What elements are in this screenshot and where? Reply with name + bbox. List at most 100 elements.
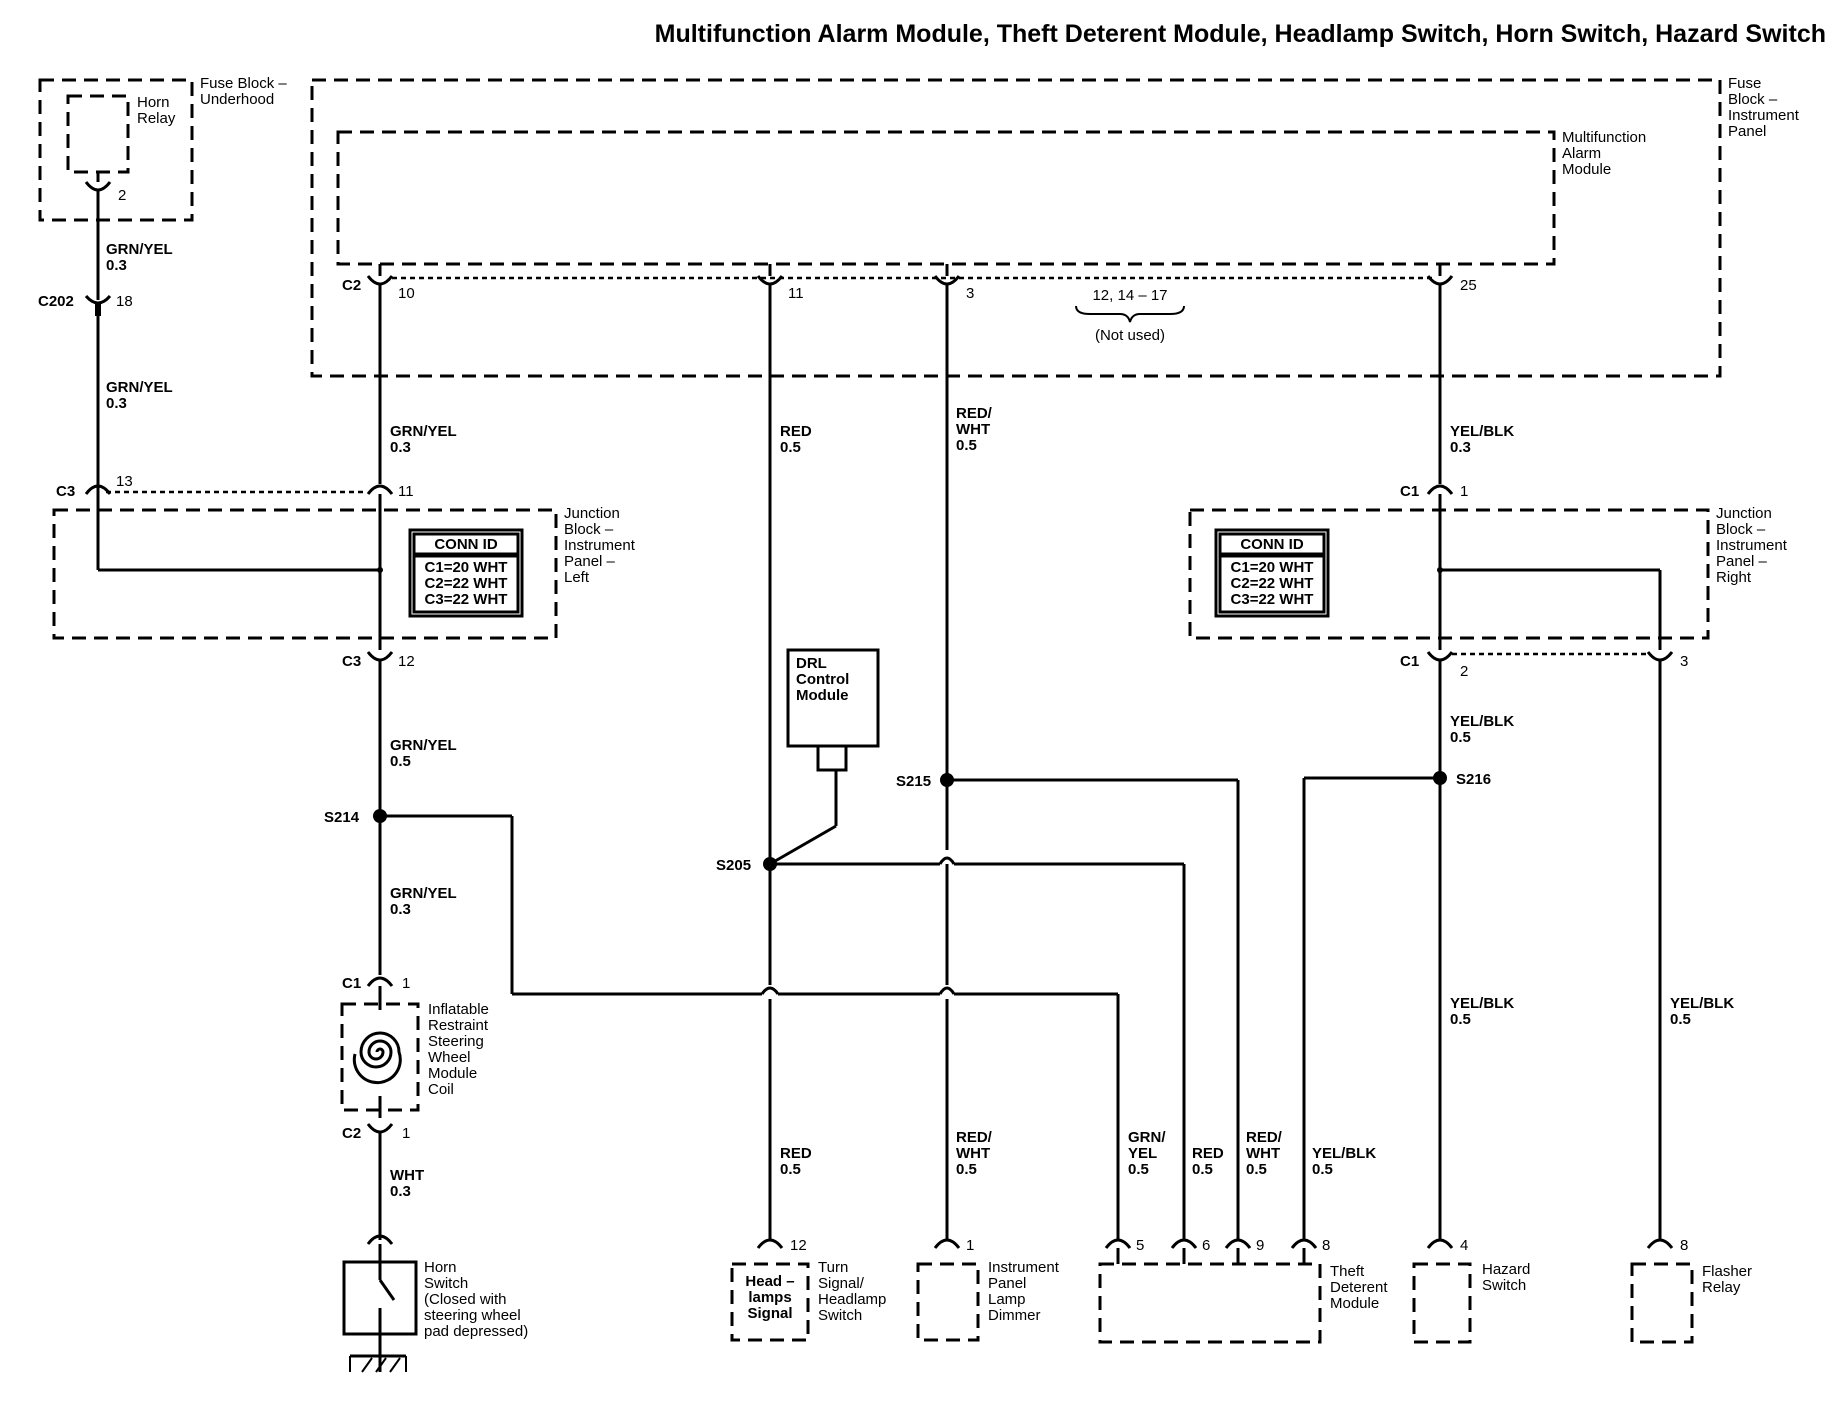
connector-pin-10 [366, 275, 394, 286]
svg-text:GRN/: GRN/ [1128, 1129, 1166, 1146]
svg-text:Module: Module [1562, 161, 1611, 178]
wire-label: YEL/BLK 0.5 [1670, 995, 1734, 1028]
connector-pin-1-coil-c1 [366, 976, 394, 987]
svg-text:Multifunction: Multifunction [1562, 129, 1646, 146]
svg-text:Head –: Head – [745, 1273, 794, 1290]
pin-label: 25 [1460, 277, 1477, 294]
svg-text:0.3: 0.3 [390, 1183, 411, 1200]
connector-label: C2 [342, 1125, 361, 1142]
svg-text:Flasher: Flasher [1702, 1263, 1752, 1280]
svg-text:Block –: Block – [564, 521, 614, 538]
wire-label: GRN/YEL 0.5 [390, 737, 457, 770]
svg-text:0.5: 0.5 [1670, 1011, 1691, 1028]
svg-text:Left: Left [564, 569, 590, 586]
mam-label: Multifunction Alarm Module [1562, 129, 1646, 178]
svg-text:Control: Control [796, 671, 849, 688]
svg-text:0.5: 0.5 [780, 439, 801, 456]
connector-c1-pin-1 [1426, 484, 1454, 495]
svg-text:0.3: 0.3 [106, 395, 127, 412]
svg-text:(Closed with: (Closed with [424, 1291, 507, 1308]
wire-label: RED/ WHT 0.5 [956, 1129, 993, 1178]
switch-contact-icon [378, 1279, 396, 1301]
connector-pin-8-flasher [1646, 1238, 1674, 1249]
svg-text:0.3: 0.3 [106, 257, 127, 274]
turn-signal-switch-label: Turn Signal/ Headlamp Switch [818, 1259, 886, 1324]
svg-text:RED/: RED/ [956, 405, 993, 422]
svg-text:Coil: Coil [428, 1081, 454, 1098]
pin-label: 1 [402, 1125, 410, 1142]
svg-text:CONN ID: CONN ID [434, 536, 498, 553]
pin-label: 8 [1680, 1237, 1688, 1254]
connector-pin-12-headlamp [756, 1238, 784, 1249]
svg-text:GRN/YEL: GRN/YEL [106, 241, 173, 258]
svg-text:pad depressed): pad depressed) [424, 1323, 528, 1340]
svg-text:Instrument: Instrument [988, 1259, 1060, 1276]
tdm-label: Theft Deterent Module [1330, 1263, 1388, 1312]
instrument-panel-lamp-dimmer-box [916, 1262, 980, 1342]
connector-label: C3 [56, 483, 75, 500]
diagram-title: Multifunction Alarm Module, Theft Detere… [655, 20, 1826, 48]
svg-text:(Not used): (Not used) [1095, 327, 1165, 344]
wire-label: RED/ WHT 0.5 [956, 405, 993, 454]
jb-left-label: Junction Block – Instrument Panel – Left [564, 505, 636, 586]
connector-label: C202 [38, 293, 74, 310]
pin-label: 1 [402, 975, 410, 992]
svg-text:YEL: YEL [1128, 1145, 1157, 1162]
svg-text:RED: RED [780, 423, 812, 440]
wire-label: RED/ WHT 0.5 [1246, 1129, 1283, 1178]
svg-text:Steering: Steering [428, 1033, 484, 1050]
connector-pin-13 [84, 484, 112, 495]
wire-label: GRN/YEL 0.3 [106, 241, 173, 274]
turn-signal-headlamp-switch-box [730, 1262, 810, 1342]
svg-text:Panel: Panel [988, 1275, 1026, 1292]
svg-text:Switch: Switch [424, 1275, 468, 1292]
connector-label: C3 [342, 653, 361, 670]
svg-text:0.3: 0.3 [390, 439, 411, 456]
coil-label: Inflatable Restraint Steering Wheel Modu… [428, 1001, 489, 1098]
connector-pin-3 [933, 275, 961, 286]
svg-text:0.5: 0.5 [1246, 1161, 1267, 1178]
svg-text:Relay: Relay [1702, 1279, 1741, 1296]
wire-label: YEL/BLK 0.5 [1450, 713, 1514, 746]
junction-block-left-box [52, 508, 558, 640]
wire-label: RED 0.5 [780, 1145, 812, 1178]
horn-relay-label: Horn Relay [137, 94, 176, 127]
hazard-switch-box [1412, 1262, 1472, 1344]
svg-text:Block –: Block – [1716, 521, 1766, 538]
connector-pin-1-coil-c2 [366, 1123, 394, 1134]
wire-label: GRN/YEL 0.3 [390, 423, 457, 456]
svg-text:C2=22 WHT: C2=22 WHT [425, 575, 508, 592]
svg-text:Block –: Block – [1728, 91, 1778, 108]
wire-label: RED 0.5 [780, 423, 812, 456]
svg-text:C3=22 WHT: C3=22 WHT [1231, 591, 1314, 608]
pin-label: 12 [398, 653, 415, 670]
svg-text:Turn: Turn [818, 1259, 848, 1276]
pin-label: 12 [790, 1237, 807, 1254]
svg-text:0.5: 0.5 [780, 1161, 801, 1178]
pin-label: 4 [1460, 1237, 1468, 1254]
svg-text:C2=22 WHT: C2=22 WHT [1231, 575, 1314, 592]
svg-text:Dimmer: Dimmer [988, 1307, 1041, 1324]
svg-text:Switch: Switch [1482, 1277, 1526, 1294]
svg-text:Underhood: Underhood [200, 91, 274, 108]
connector-pin-9-tdm [1224, 1238, 1252, 1249]
pin-label: 3 [1680, 653, 1688, 670]
wire-label: GRN/YEL 0.3 [390, 885, 457, 918]
svg-text:WHT: WHT [390, 1167, 424, 1184]
svg-text:Module: Module [1330, 1295, 1379, 1312]
connector-pin-12-c3 [366, 651, 394, 662]
connector-pin-6-tdm [1170, 1238, 1198, 1249]
connector-c1-pin-3 [1646, 651, 1674, 662]
svg-text:YEL/BLK: YEL/BLK [1450, 995, 1514, 1012]
fuse-block-underhood-box [38, 78, 194, 222]
fuse-block-underhood-label: Fuse Block – Underhood [200, 75, 287, 108]
svg-text:YEL/BLK: YEL/BLK [1670, 995, 1734, 1012]
pin-label: 11 [788, 285, 804, 302]
svg-text:RED/: RED/ [1246, 1129, 1283, 1146]
svg-text:Theft: Theft [1330, 1263, 1365, 1280]
svg-text:lamps: lamps [748, 1289, 791, 1306]
svg-text:Inflatable: Inflatable [428, 1001, 489, 1018]
hazard-label: Hazard Switch [1482, 1261, 1530, 1294]
pin-label: 10 [398, 285, 415, 302]
